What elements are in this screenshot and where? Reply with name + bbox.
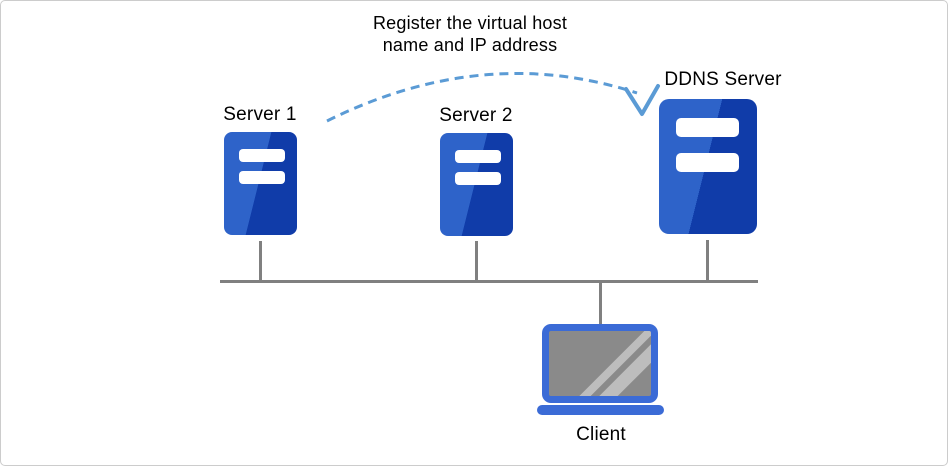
- ddns-server-label: DDNS Server: [664, 69, 782, 90]
- server1-icon: [224, 132, 297, 235]
- server2-icon: [440, 133, 513, 236]
- server-slot-bar: [676, 118, 739, 137]
- client-link-line: [599, 283, 602, 324]
- laptop-icon: [542, 324, 658, 403]
- server-slot-bar: [455, 172, 501, 185]
- server-slot-bar: [239, 149, 285, 162]
- annotation-line-2: name and IP address: [382, 35, 558, 55]
- server1-label: Server 1: [223, 104, 297, 125]
- ddns-server-link-line: [706, 240, 709, 280]
- server-slot-bar: [455, 150, 501, 163]
- annotation-line-1: Register the virtual host: [372, 13, 568, 33]
- server2-link-line: [475, 241, 478, 280]
- ddns-server-icon: [659, 99, 757, 234]
- server-slot-bar: [676, 153, 739, 172]
- annotation-text: Register the virtual host name and IP ad…: [310, 12, 630, 56]
- network-bus-line: [220, 280, 758, 283]
- server-slot-bar: [239, 171, 285, 184]
- server1-link-line: [259, 241, 262, 280]
- laptop-base: [537, 405, 664, 415]
- laptop-screen: [549, 331, 651, 396]
- client-label: Client: [576, 424, 626, 445]
- server2-label: Server 2: [439, 105, 513, 126]
